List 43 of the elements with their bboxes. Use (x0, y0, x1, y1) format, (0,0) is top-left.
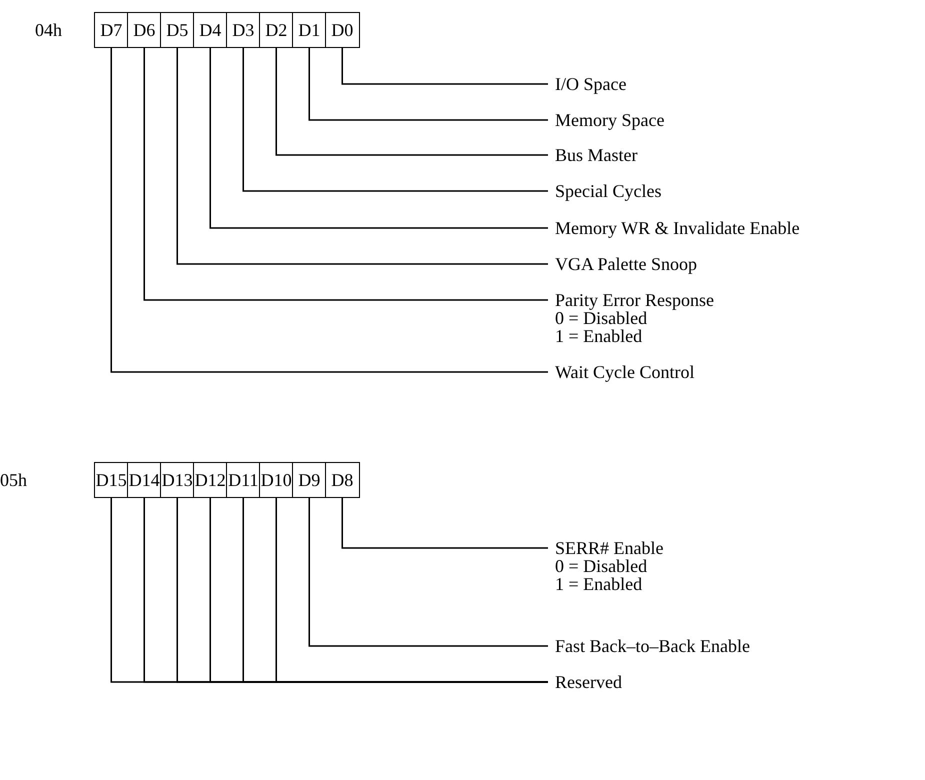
leader-line (308, 48, 548, 121)
bit-cell: D12 (193, 462, 228, 498)
bit-cell: D5 (160, 12, 194, 48)
bit-description: Bus Master (555, 146, 638, 164)
bit-description: Parity Error Response (555, 291, 714, 309)
leader-line (144, 48, 548, 301)
register-address: 04h (35, 20, 62, 41)
bit-cell: D6 (127, 12, 162, 48)
bit-description: Memory Space (555, 111, 664, 129)
bit-description: Reserved (555, 673, 622, 691)
bit-cell: D8 (325, 462, 360, 498)
bit-cell: D14 (127, 462, 162, 498)
bit-cell: D10 (259, 462, 294, 498)
bit-description: Special Cycles (555, 182, 662, 200)
bit-cell: D4 (193, 12, 228, 48)
bit-cell: D2 (259, 12, 294, 48)
bit-cell: D15 (94, 462, 128, 498)
bit-cell: D7 (94, 12, 128, 48)
bit-description: VGA Palette Snoop (555, 255, 697, 273)
leader-line (242, 48, 548, 192)
leader-line (176, 48, 548, 265)
bit-cell: D11 (226, 462, 260, 498)
bit-cell: D1 (292, 12, 326, 48)
bit-description: SERR# Enable (555, 539, 664, 557)
leader-line (342, 498, 548, 549)
leader-line (342, 48, 548, 85)
bit-description: Fast Back–to–Back Enable (555, 637, 750, 655)
bit-value-note: 0 = Disabled (555, 309, 648, 327)
bit-cell: D9 (292, 462, 326, 498)
leader-line (308, 498, 548, 647)
bit-value-note: 0 = Disabled (555, 557, 648, 575)
leader-line (276, 48, 548, 156)
bit-cell: D3 (226, 12, 260, 48)
bit-description: Wait Cycle Control (555, 363, 695, 381)
bit-cell: D0 (325, 12, 360, 48)
leader-line (210, 48, 548, 229)
bit-description: Memory WR & Invalidate Enable (555, 219, 800, 237)
bit-description: I/O Space (555, 75, 626, 93)
bit-cell: D13 (160, 462, 194, 498)
bit-value-note: 1 = Enabled (555, 327, 644, 345)
leader-line (110, 48, 548, 373)
register-address: 05h (0, 470, 27, 491)
bit-value-note: 1 = Enabled (555, 575, 644, 593)
